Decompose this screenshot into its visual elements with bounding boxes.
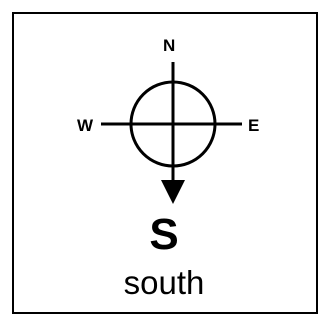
east-label: E <box>248 116 260 135</box>
direction-word: south <box>123 264 205 301</box>
west-label: W <box>77 116 94 135</box>
compass-ring <box>129 80 217 168</box>
compass-card <box>12 12 318 314</box>
north-label: N <box>163 36 176 55</box>
direction-letter: S <box>149 210 179 259</box>
arrow-down-icon <box>161 180 185 204</box>
